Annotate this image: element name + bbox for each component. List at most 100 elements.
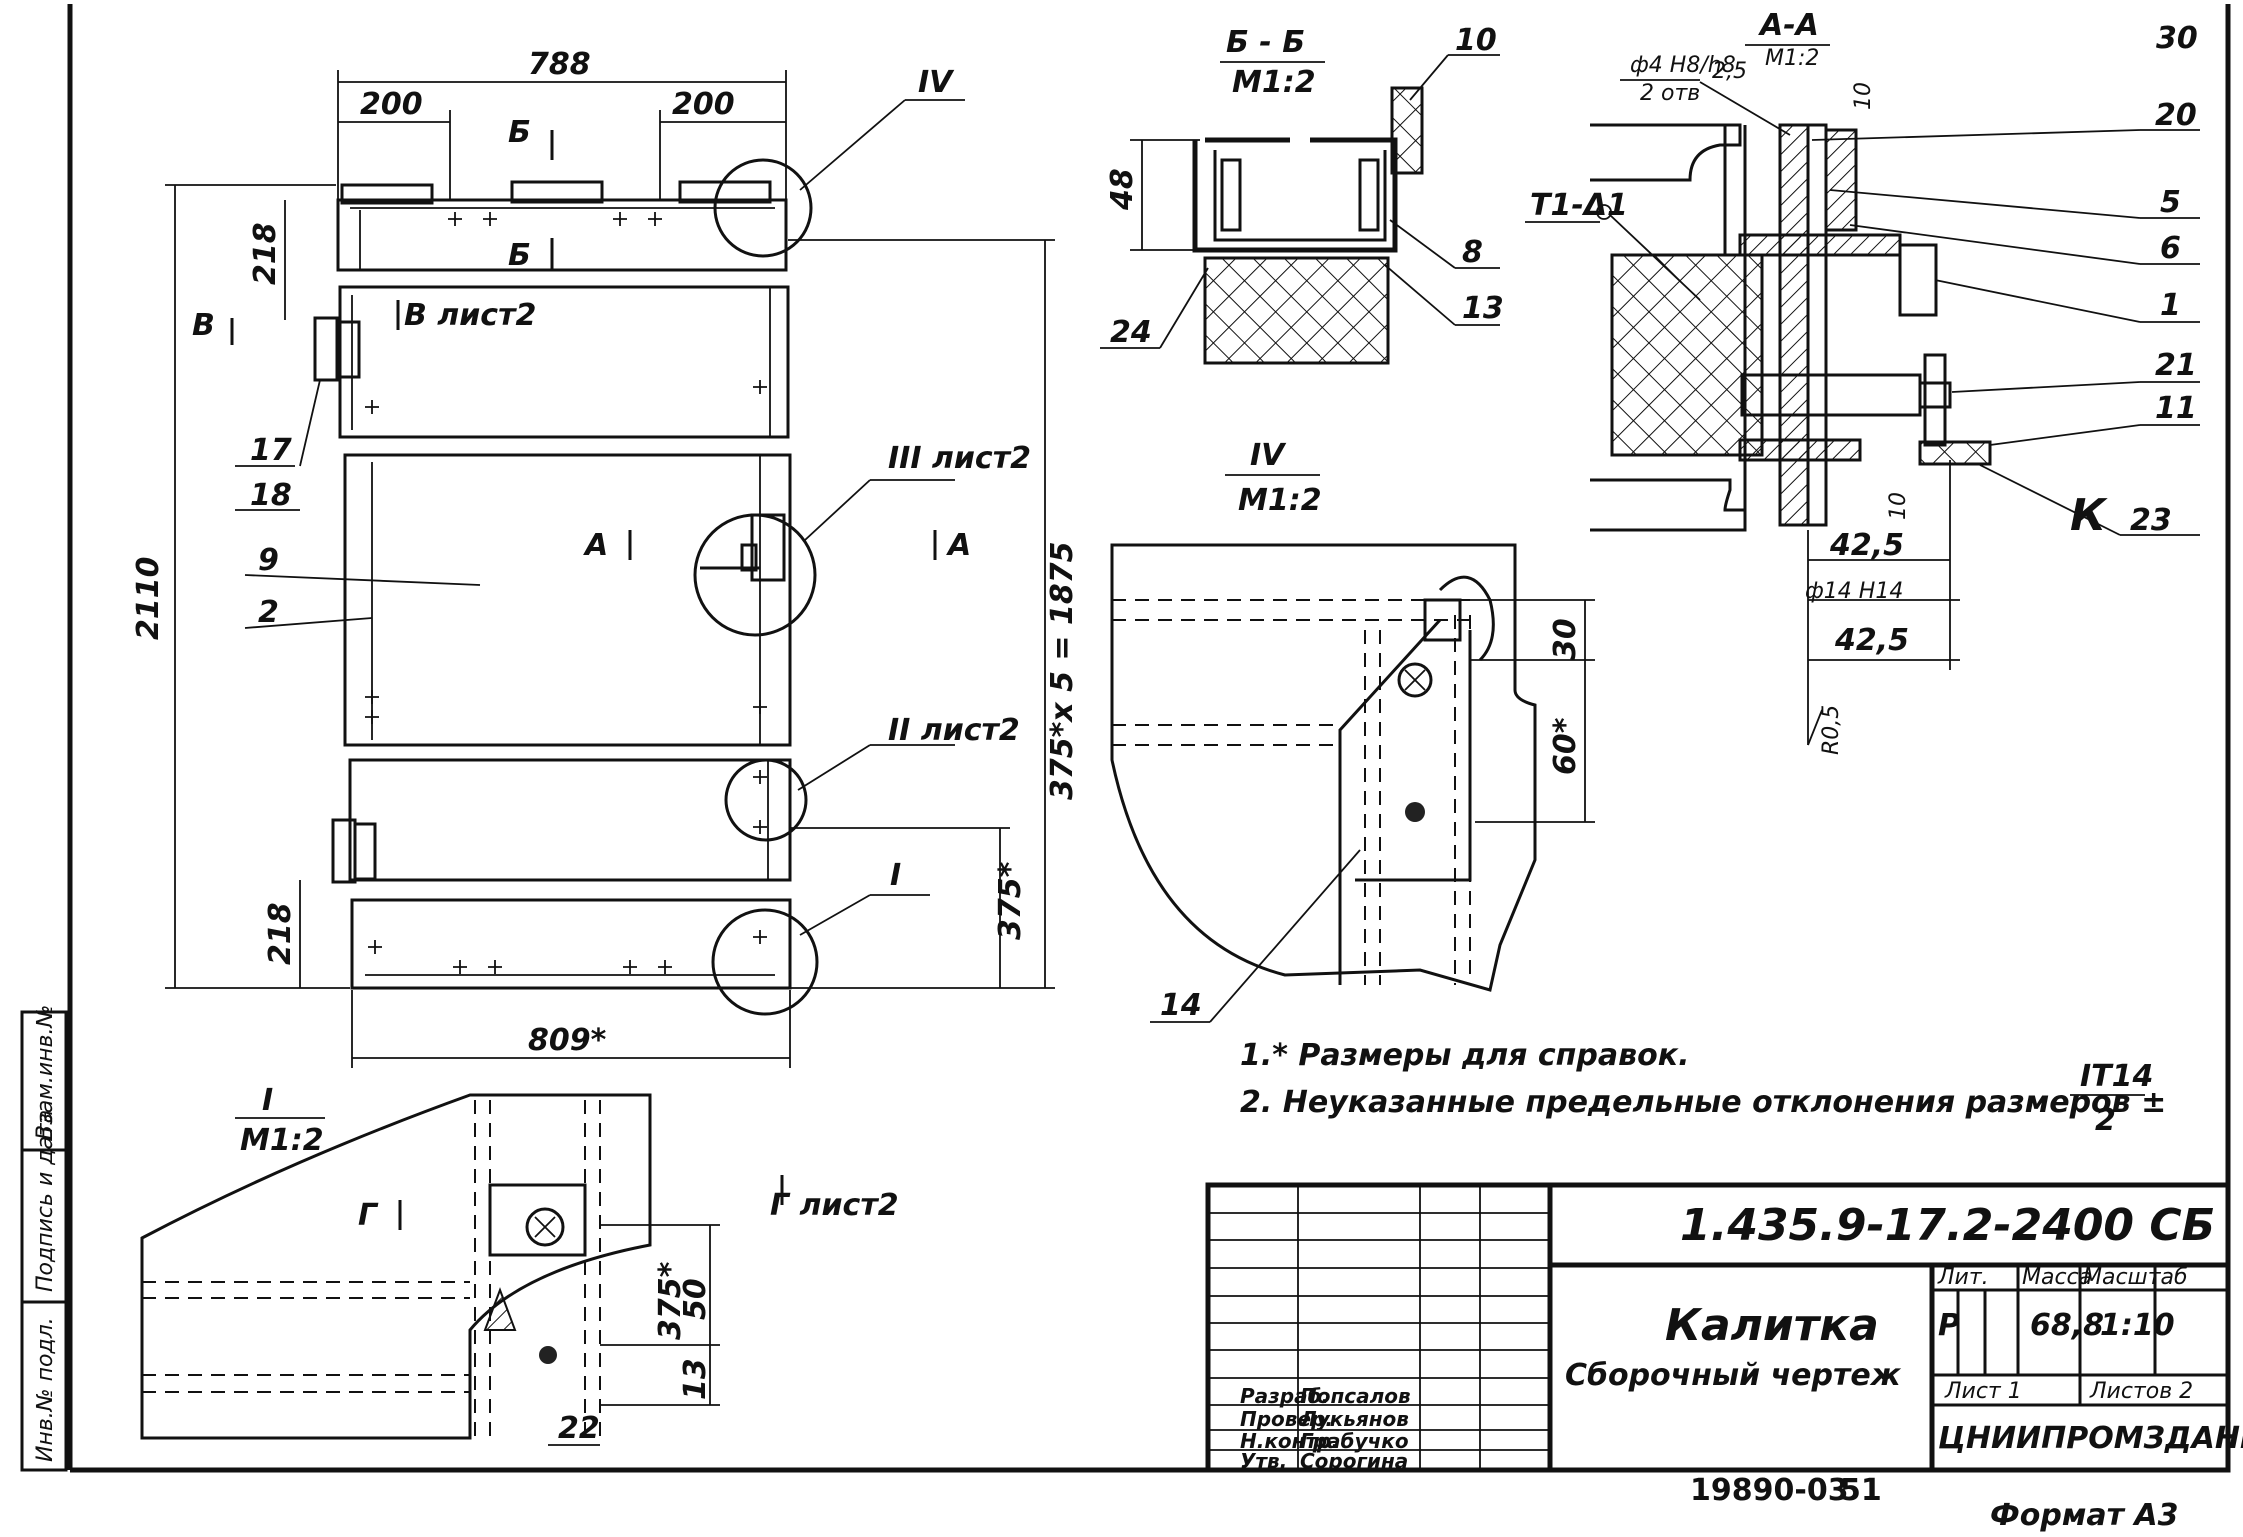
section-aa-scale: М1:2 [1765,46,1819,71]
format-note: Формат А3 [1990,1498,2179,1533]
section-b-label-bottom: Б [508,238,531,273]
section-aa: А-А М1:2 ф4 Н8/h8 2 отв 2,5 42,5 42,5 ф1… [1525,8,2200,755]
node-i-dim-c: 13 [678,1358,713,1400]
role-1: Разраб. [1240,1384,1329,1408]
section-bb-dim: 48 [1105,168,1140,211]
product-name: Калитка [1665,1300,1879,1351]
dim-hinge-offset: 375* [993,861,1028,940]
node-iv: IV М1:2 30 60* 14 [1110,438,1595,1023]
scale-label: Масштаб [2083,1265,2188,1290]
node-i: I М1:2 375* 50 13 22 Г Г лист2 [140,1083,899,1446]
node-label-iv: IV [918,65,955,100]
node-iv-dim-a: 30 [1548,618,1583,660]
footer-doc-code: 19890-03 [1690,1473,1849,1508]
hole-count: 2 отв [1640,81,1700,106]
section-bb: Б - Б М1:2 48 10 8 13 24 [1100,23,1504,365]
role-4-name: Сорогина [1300,1449,1408,1473]
callout-11: 11 [2155,391,2197,426]
node-label-iii: III лист2 [888,441,1031,476]
section-aa-title: А-А [1758,8,1819,43]
node-iv-scale: М1:2 [1238,483,1322,518]
callout-5: 5 [2160,185,2181,220]
sheet: Лист 1 [1944,1379,2022,1404]
role-1-name: Попсалов [1300,1384,1411,1408]
dim-top-panel: 218 [248,222,283,285]
dim-sub-right: 200 [672,87,735,122]
lit-label: Лит. [1937,1265,1989,1290]
node-i-section-g-ref: Г лист2 [770,1188,899,1223]
mass-value: 68,8 [2030,1308,2104,1343]
side-stamp-col1: Инв.№ подл. [33,1317,58,1462]
section-b-label: Б [508,115,531,150]
dim-gap2: 10 [1886,492,1911,520]
organization: ЦНИИПРОМЗДАНИЙ [1938,1420,2243,1456]
general-notes: 1.* Размеры для справок. 2. Неуказанные … [1240,1038,2166,1138]
callout-2: 2 [258,595,279,630]
dim-width: 788 [528,47,591,82]
role-3-name: Грабучко [1300,1429,1409,1453]
node-label-i: I [890,858,901,893]
role-2: Провер. [1240,1407,1333,1431]
node-iv-title: IV [1250,438,1287,473]
section-bb-scale: М1:2 [1232,65,1316,100]
callout-18: 18 [250,478,292,513]
hole-note: ф4 Н8/h8 [1630,53,1736,78]
node-i-scale: М1:2 [240,1123,324,1158]
role-2-name: Лукьянов [1299,1407,1409,1431]
node-i-dim-d: 22 [558,1411,600,1446]
dim-width-aa: 42,5 [1829,528,1904,563]
callout-21: 21 [2155,348,2197,383]
dim-bottom-panel: 218 [263,902,298,965]
callout-20: 20 [2155,98,2197,133]
note-2: 2. Неуказанные предельные отклонения раз… [1240,1085,2166,1120]
callout-1: 1 [2160,288,2181,323]
doc-type: Сборочный чертеж [1565,1358,1902,1393]
callout-24: 24 [1110,315,1152,350]
scale-value: 1:10 [2100,1308,2175,1343]
main-gate-view: 788 200 200 Б Б 2110 218 218 375*х 5 = 1… [131,47,1080,1068]
node-i-section-g: Г [358,1198,379,1233]
dim-series: 375*х 5 = 1875 [1045,541,1080,800]
side-stamp-col2: Подпись и дата [33,1110,58,1292]
callout-6: 6 [2160,231,2181,266]
page-number: 30 [2156,21,2198,56]
dim-diameter: ф14 Н14 [1805,579,1903,604]
callout-8: 8 [1462,235,1483,270]
section-v-left: В [192,308,215,343]
dim-width-aa2: 42,5 [1834,623,1909,658]
side-stamp: Взам.инв.№ Подпись и дата Инв.№ подл. [20,1005,68,1472]
dim-height: 2110 [131,557,166,641]
callout-17: 17 [250,433,292,468]
role-4: Утв. [1240,1449,1287,1473]
side-stamp-col3: Взам.инв.№ [33,1005,58,1140]
sheets: Листов 2 [2089,1379,2193,1404]
mass-label: Масса [2022,1265,2092,1290]
label-k: К [2070,490,2108,541]
node-i-dim-a: 375* [653,1261,688,1340]
callout-13: 13 [1462,291,1504,326]
dim-sub-left: 200 [360,87,423,122]
section-v-right: В лист2 [404,298,536,333]
node-label-ii: II лист2 [888,713,1020,748]
title-block: Разраб. Попсалов Провер. Лукьянов Н.конт… [1205,1182,2243,1473]
dim-bottom-width: 809* [528,1023,607,1058]
callout-10: 10 [1455,23,1497,58]
section-a-left: А [583,528,608,563]
note-1: 1.* Размеры для справок. [1240,1038,1689,1073]
dim-top: 2,5 [1712,59,1747,84]
node-iv-dim-b: 60* [1548,717,1583,775]
footer-sheet-ref: 51 [1840,1473,1882,1508]
node-iv-callout: 14 [1160,988,1202,1023]
role-3: Н.контр. [1240,1429,1339,1453]
designation: 1.435.9-17.2-2400 СБ [1680,1200,2215,1251]
section-bb-title: Б - Б [1226,25,1305,60]
note-2-den: 2 [2095,1103,2116,1138]
callout-23: 23 [2130,503,2172,538]
node-i-title: I [262,1083,273,1118]
node-i-dim-b: 50 [678,1278,713,1320]
dim-angle: R0,5 [1819,705,1844,755]
callout-9: 9 [258,543,279,578]
section-a-right: А [946,528,971,563]
dim-gap: 10 [1851,82,1876,110]
